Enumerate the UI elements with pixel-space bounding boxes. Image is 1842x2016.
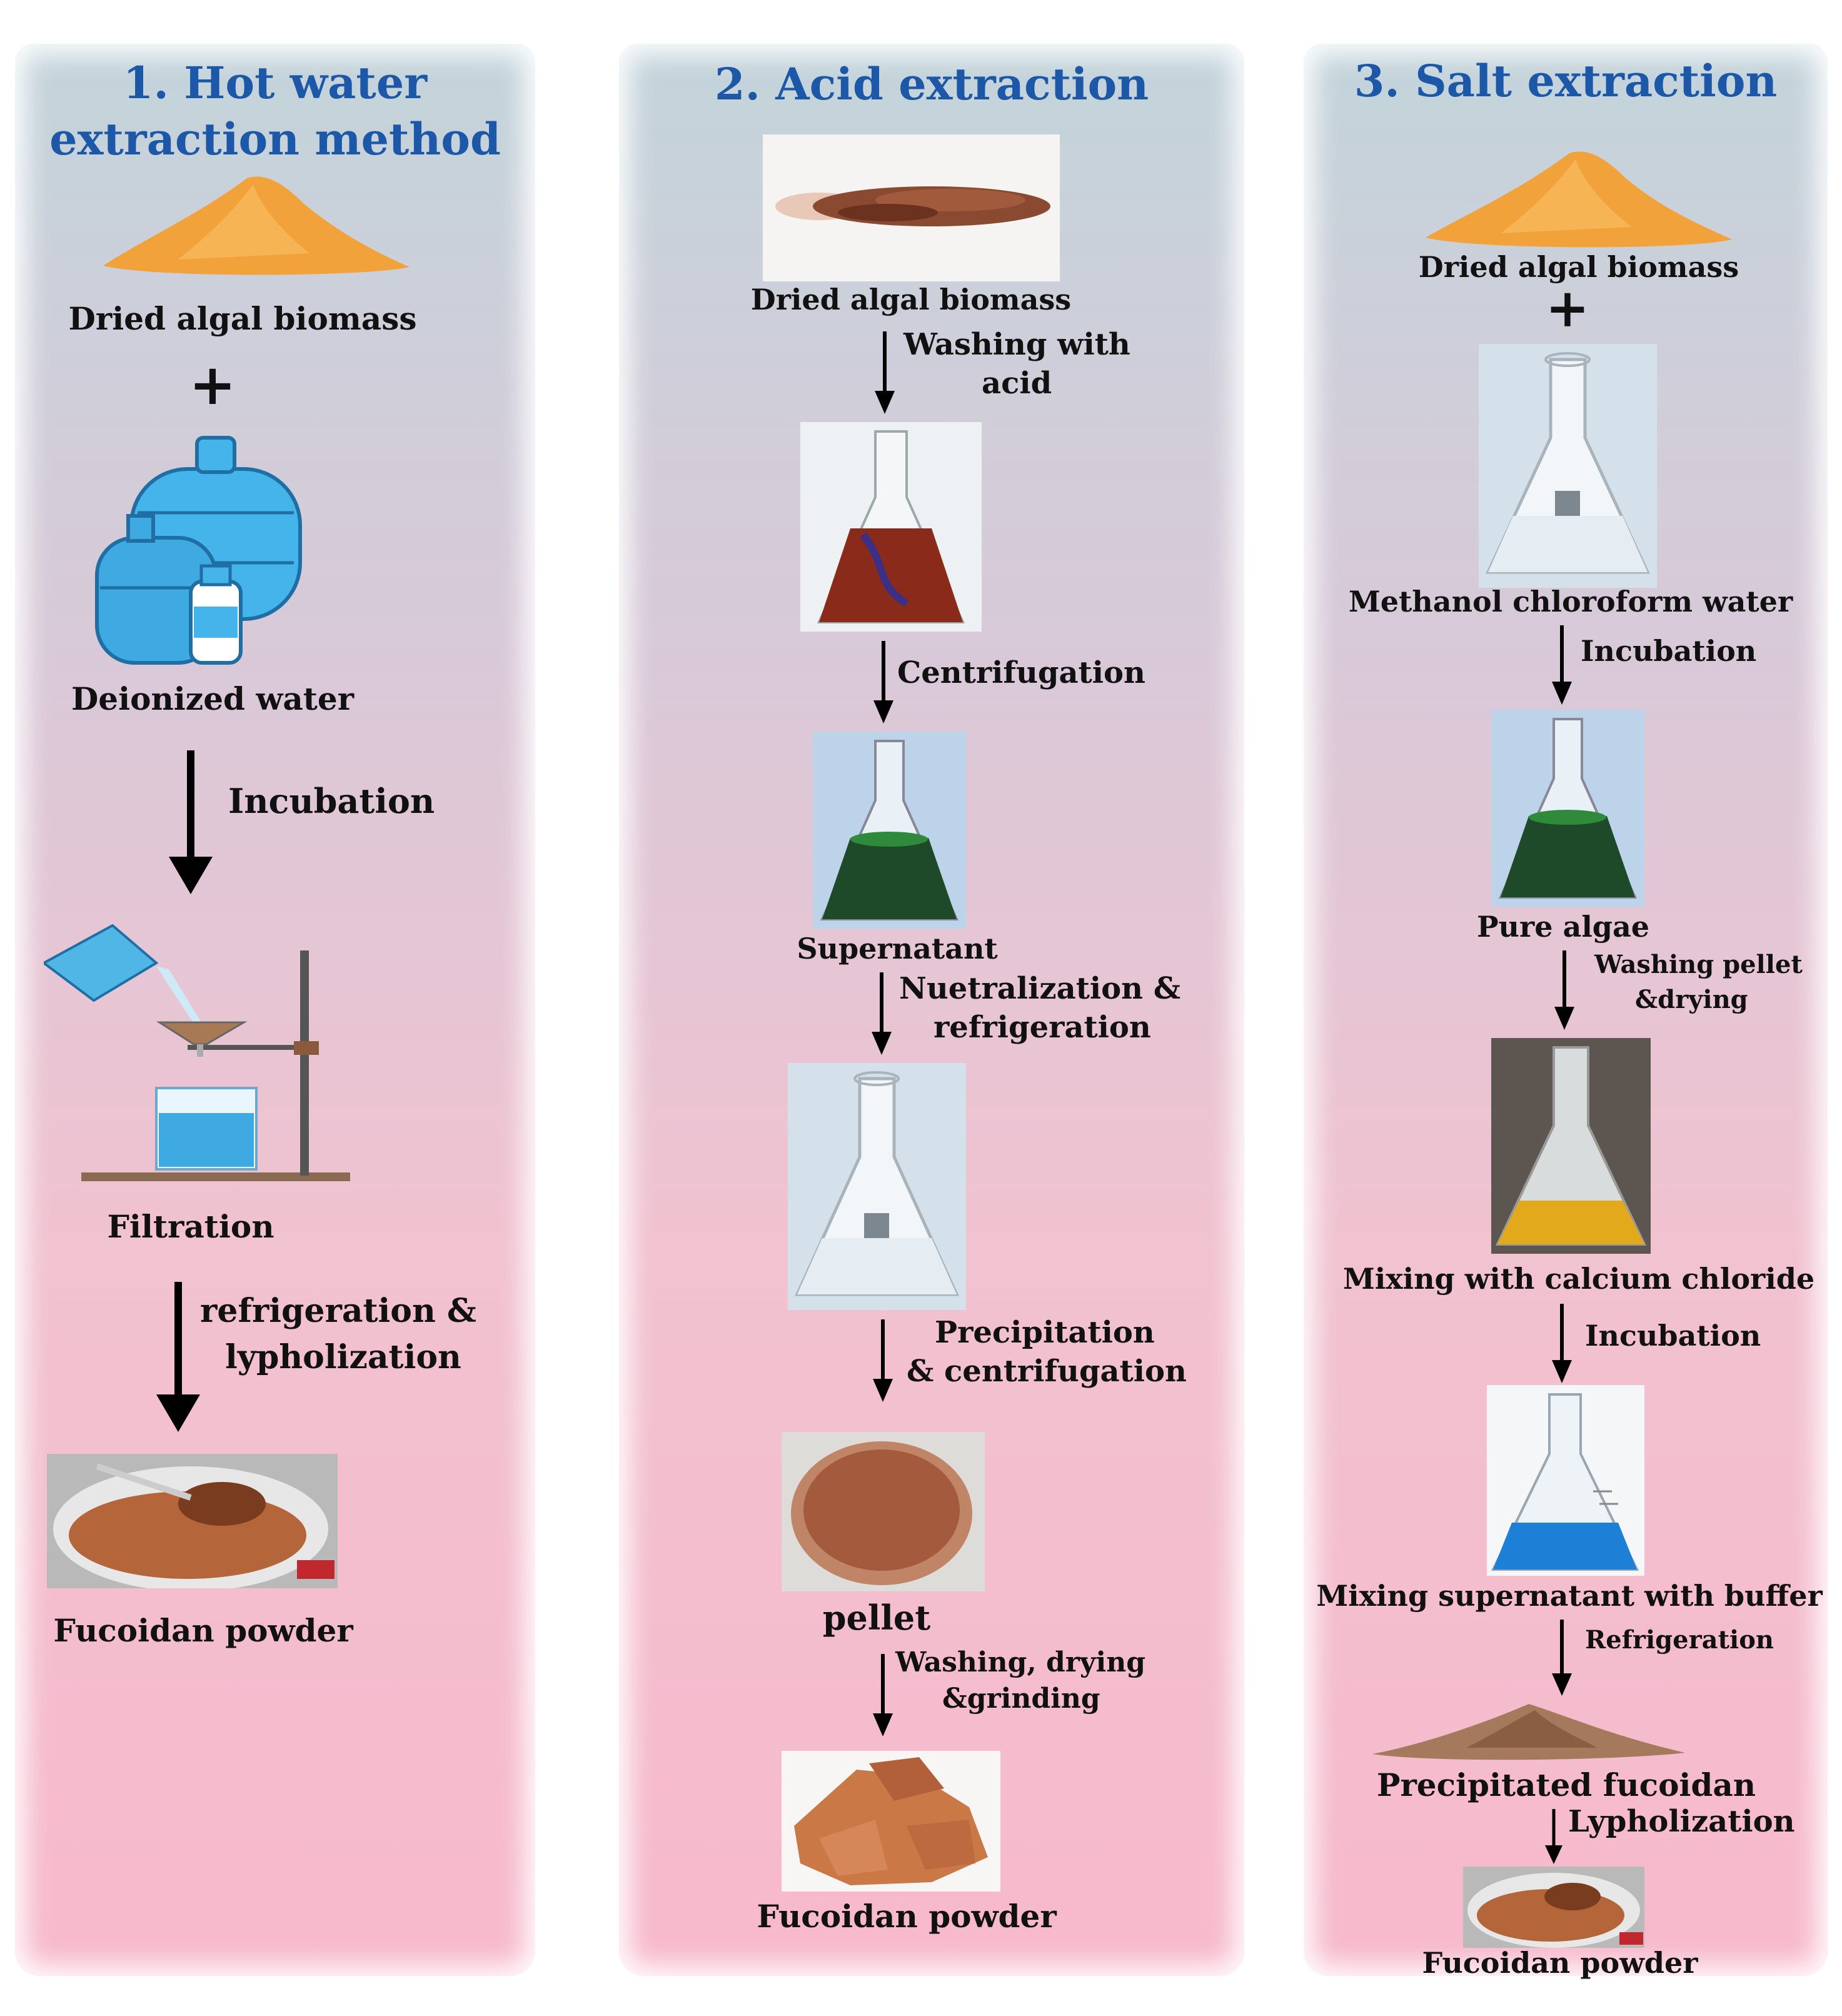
fucoidan-powder-photo bbox=[782, 1751, 1000, 1892]
flask-yellow-solution-icon bbox=[1491, 1038, 1651, 1254]
flask-blue-solution-icon bbox=[1487, 1385, 1644, 1576]
flask-red-solution-icon bbox=[800, 422, 982, 632]
input-methanol-chloroform-water: Methanol chloroform water bbox=[1348, 585, 1793, 618]
flask-green-solution-icon bbox=[813, 732, 966, 929]
arrow-down-icon bbox=[1554, 950, 1574, 1030]
input-deionized-water: Deionized water bbox=[71, 680, 355, 717]
result-pellet: pellet bbox=[822, 1598, 931, 1638]
result-fucoidan-powder: Fucoidan powder bbox=[53, 1612, 353, 1649]
arrow-down-icon bbox=[1552, 1304, 1572, 1383]
panel-acid-extraction: 2. Acid extraction bbox=[619, 44, 1244, 1976]
input-dried-algal-biomass: Dried algal biomass bbox=[750, 283, 1072, 316]
step-incubation: Incubation bbox=[1581, 634, 1757, 668]
plus-sign: + bbox=[189, 351, 236, 418]
arrow-down-icon bbox=[1552, 1620, 1572, 1696]
flask-clear-solution-icon bbox=[1479, 344, 1657, 588]
arrow-down-icon bbox=[1545, 1809, 1563, 1864]
pellet-bowl-photo bbox=[782, 1432, 985, 1591]
panel-hot-water: 1. Hot water extraction method bbox=[15, 44, 535, 1976]
result-supernatant: Supernatant bbox=[797, 932, 998, 965]
dried-algae-photo bbox=[763, 134, 1060, 281]
input-dried-algal-biomass: Dried algal biomass bbox=[1418, 250, 1739, 284]
result-mixing-calcium-chloride: Mixing with calcium chloride bbox=[1342, 1262, 1815, 1296]
flask-clear-solution-icon bbox=[788, 1063, 966, 1310]
step-washing-with-acid: Washing with acid bbox=[903, 327, 1130, 401]
step-neutralization-refrigeration: Nuetralization & refrigeration bbox=[899, 971, 1181, 1045]
plus-sign: + bbox=[1545, 277, 1590, 339]
step-washing-drying-grinding: Washing, drying &grinding bbox=[895, 1646, 1145, 1715]
result-filtration: Filtration bbox=[107, 1208, 274, 1245]
arrow-down-icon bbox=[873, 1654, 893, 1736]
arrow-down-icon bbox=[156, 1282, 200, 1432]
result-fucoidan-powder: Fucoidan powder bbox=[1422, 1946, 1698, 1980]
panel-title: 2. Acid extraction bbox=[714, 58, 1149, 110]
orange-powder-pile bbox=[103, 176, 410, 275]
step-lypholization: Lypholization bbox=[1568, 1804, 1795, 1839]
result-pure-algae: Pure algae bbox=[1476, 910, 1650, 944]
result-precipitated-fucoidan: Precipitated fucoidan bbox=[1376, 1767, 1756, 1803]
fucoidan-powder-photo bbox=[1463, 1867, 1644, 1948]
arrow-down-icon bbox=[1552, 625, 1572, 705]
arrow-down-icon bbox=[873, 1319, 893, 1402]
step-incubation: Incubation bbox=[1585, 1319, 1761, 1353]
step-incubation: Incubation bbox=[228, 781, 435, 821]
fucoidan-powder-photo bbox=[47, 1454, 338, 1588]
input-dried-algal-biomass: Dried algal biomass bbox=[68, 300, 417, 337]
orange-powder-pile bbox=[1426, 151, 1732, 248]
arrow-down-icon bbox=[873, 641, 893, 723]
step-centrifugation: Centrifugation bbox=[897, 655, 1145, 690]
step-refrigeration: Refrigeration bbox=[1585, 1625, 1774, 1655]
water-bottles-icon bbox=[95, 436, 302, 665]
precipitated-fucoidan-pile bbox=[1372, 1704, 1685, 1760]
arrow-down-icon bbox=[872, 972, 892, 1055]
step-refrigeration-lypholization: refrigeration & lypholization bbox=[200, 1292, 476, 1376]
step-washing-pellet-drying: Washing pellet &drying bbox=[1594, 950, 1803, 1014]
filtration-apparatus-icon bbox=[44, 924, 350, 1181]
flask-green-solution-icon bbox=[1491, 710, 1644, 907]
result-fucoidan-powder: Fucoidan powder bbox=[757, 1898, 1057, 1935]
panel-title: 3. Salt extraction bbox=[1354, 55, 1778, 107]
arrow-down-icon bbox=[169, 750, 213, 894]
arrow-down-icon bbox=[875, 331, 895, 414]
step-precipitation-centrifugation: Precipitation & centrifugation bbox=[907, 1315, 1187, 1389]
result-mixing-supernatant-buffer: Mixing supernatant with buffer bbox=[1316, 1579, 1823, 1613]
panel-title: 1. Hot water extraction method bbox=[49, 57, 501, 165]
